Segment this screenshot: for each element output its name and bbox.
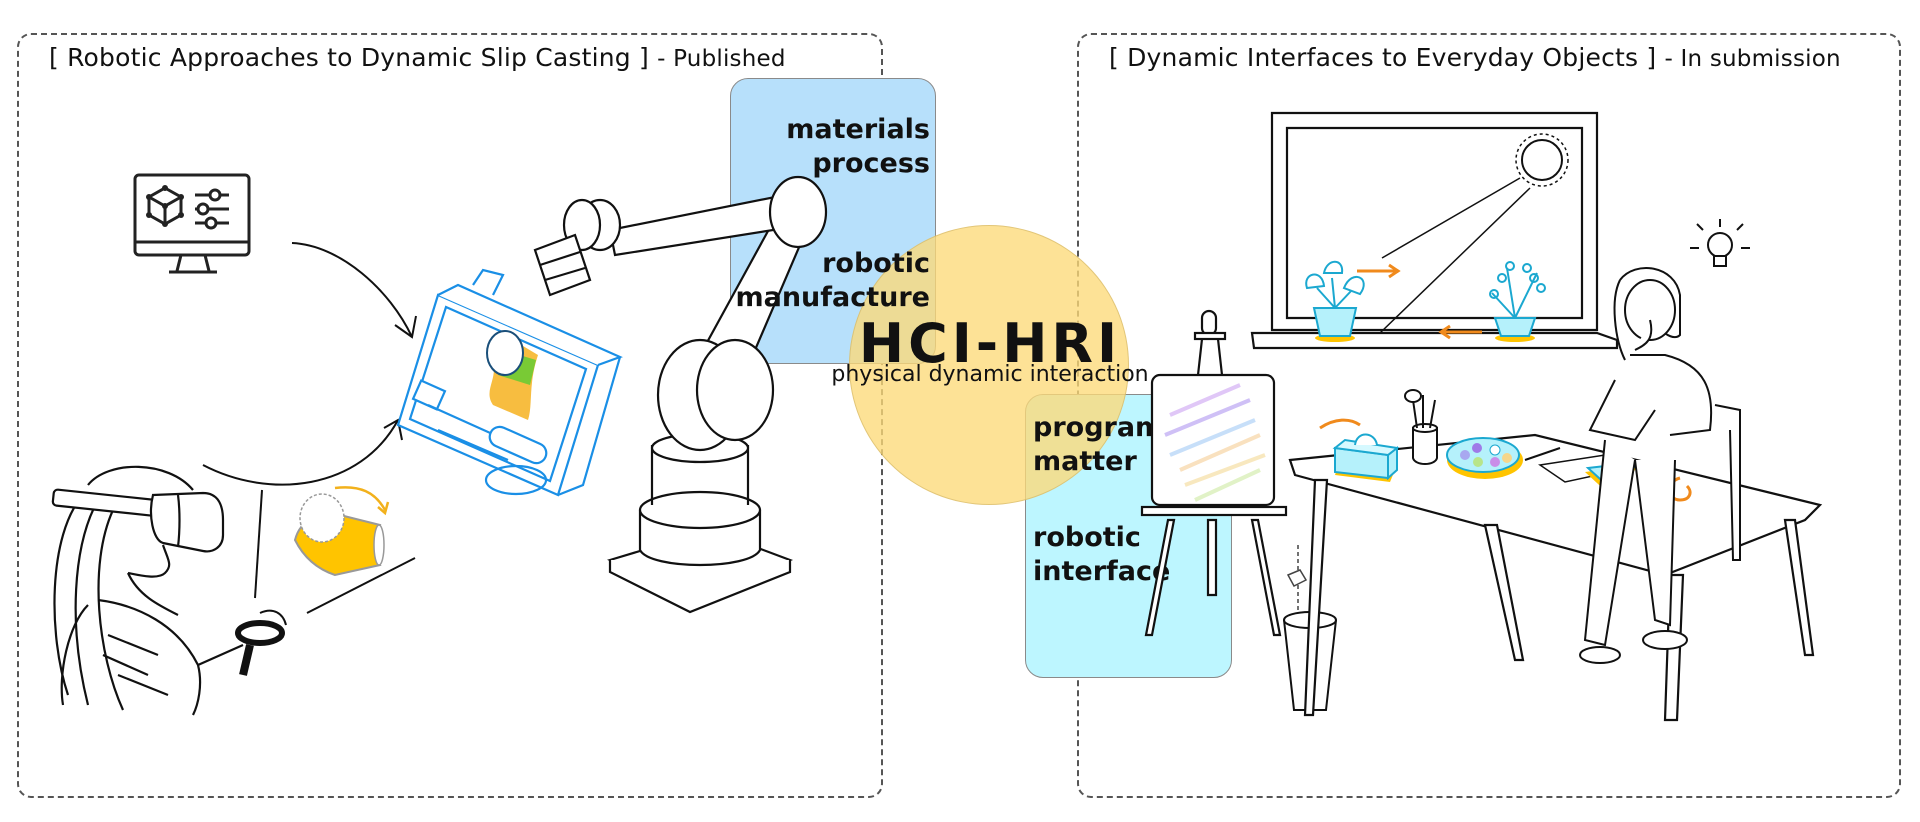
arrow-head-icon (383, 418, 403, 441)
plant-pot-left (1305, 260, 1365, 342)
hci-hri-subtitle: physical dynamic interaction (831, 362, 1149, 387)
panel-title-left: [ Robotic Approaches to Dynamic Slip Cas… (49, 43, 786, 72)
workflow-arrows (202, 242, 417, 614)
robot-arm-illustration (533, 175, 828, 614)
panel-title-text: [ Robotic Approaches to Dynamic Slip Cas… (49, 43, 649, 72)
label-line: robotic (822, 248, 930, 279)
label-line: interface (1033, 556, 1171, 587)
crumpled-paper-icon (1286, 569, 1308, 587)
window-illustration (1250, 111, 1619, 350)
hci-hri-circle (849, 225, 1129, 505)
vr-view-line (254, 489, 263, 599)
label-line: process (812, 148, 930, 179)
panel-title-right: [ Dynamic Interfaces to Everyday Objects… (1109, 43, 1841, 72)
materials-process-label: materials process (740, 113, 930, 181)
arrow-cad-to-mold (291, 242, 413, 338)
vr-view-line (306, 557, 416, 614)
slip-casting-mold-illustration (396, 268, 623, 497)
lightbulb-icon (1690, 219, 1750, 267)
virtual-mold-shape (293, 486, 390, 577)
thinking-person-illustration (1579, 219, 1750, 664)
panel-title-text: [ Dynamic Interfaces to Everyday Objects… (1109, 43, 1657, 72)
label-line: materials (786, 114, 930, 145)
label-line: manufacture (735, 282, 930, 313)
sun-icon (1521, 139, 1563, 181)
vr-controller-icon (235, 620, 285, 646)
brush-cup (1404, 389, 1438, 465)
label-line: matter (1033, 446, 1137, 477)
easel-illustration (1140, 309, 1288, 637)
object-move-arrow (1319, 418, 1361, 430)
arrow-head-icon (394, 315, 417, 339)
hci-hri-title: HCI-HRI (858, 312, 1122, 375)
canvas-scribbles (1164, 383, 1266, 502)
label-line: robotic (1033, 522, 1141, 553)
publication-status: - Published (657, 46, 786, 72)
cad-monitor-icon (133, 173, 251, 274)
paint-palette (1446, 437, 1523, 479)
robotic-interface-label: robotic interface (1033, 521, 1233, 589)
desk-illustration (1288, 389, 1823, 722)
robotic-manufacture-label: robotic manufacture (690, 247, 930, 315)
panel-slip-casting: [ Robotic Approaches to Dynamic Slip Cas… (17, 33, 883, 798)
tissue-box (1319, 418, 1400, 482)
arrow-vr-to-mold (202, 419, 399, 486)
vr-user-illustration (51, 465, 287, 716)
plant-pot-right (1489, 261, 1546, 342)
publication-status: - In submission (1664, 46, 1841, 72)
